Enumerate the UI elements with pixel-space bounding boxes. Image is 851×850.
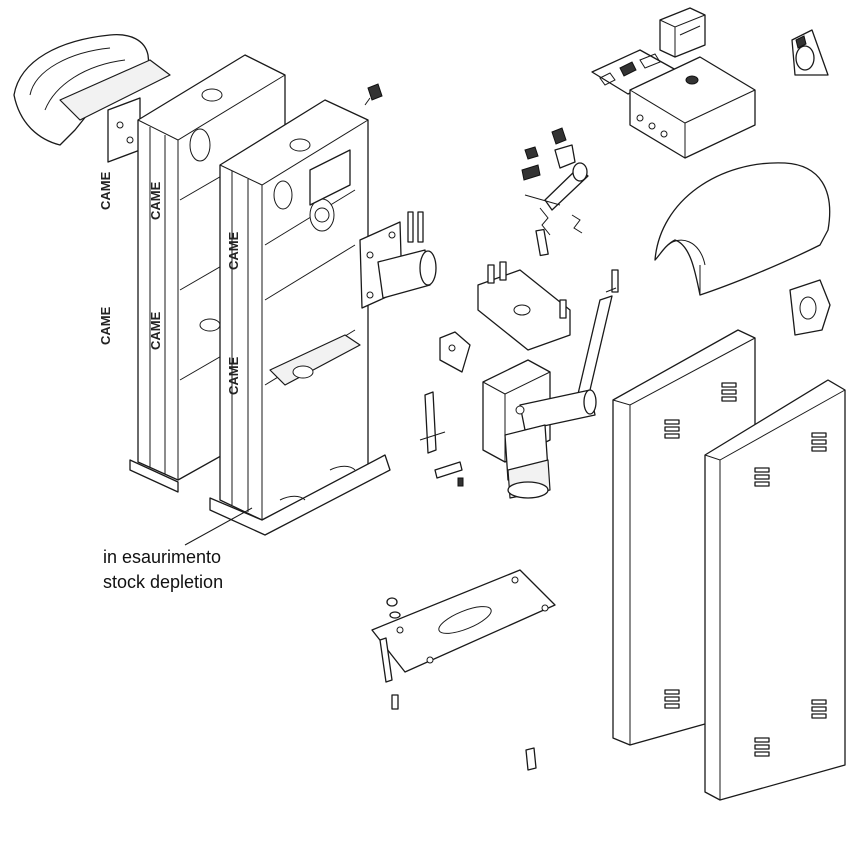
release-rod <box>419 391 464 487</box>
brand-logo: CAME <box>226 356 241 395</box>
transformer <box>659 7 706 58</box>
brand-logo: CAME <box>226 231 241 270</box>
annotation-line-2: stock depletion <box>103 572 224 592</box>
side-bracket <box>789 279 831 336</box>
top-right-bracket <box>791 29 829 76</box>
shaft-flange <box>359 211 437 309</box>
cam-lever <box>521 127 589 257</box>
connecting-arm <box>577 269 619 395</box>
cabinet-frame-front: CAME CAME <box>209 99 391 536</box>
leader-line <box>184 507 253 546</box>
foundation-plate <box>371 569 556 771</box>
annotation-line-1: in esaurimento <box>103 547 222 567</box>
brand-logo: CAME <box>98 171 113 210</box>
cover-bracket <box>107 97 141 163</box>
control-box <box>629 56 756 159</box>
spring-plate <box>477 261 571 351</box>
top-left-dome-cover <box>13 34 171 146</box>
brand-logo: CAME <box>148 181 163 220</box>
gear-motor <box>482 359 597 499</box>
brand-logo: CAME <box>148 311 163 350</box>
small-clip <box>364 83 383 106</box>
limit-bracket <box>439 331 471 373</box>
side-panel-front <box>704 379 846 801</box>
dome-cover <box>654 162 831 296</box>
brand-logo: CAME <box>98 306 113 345</box>
